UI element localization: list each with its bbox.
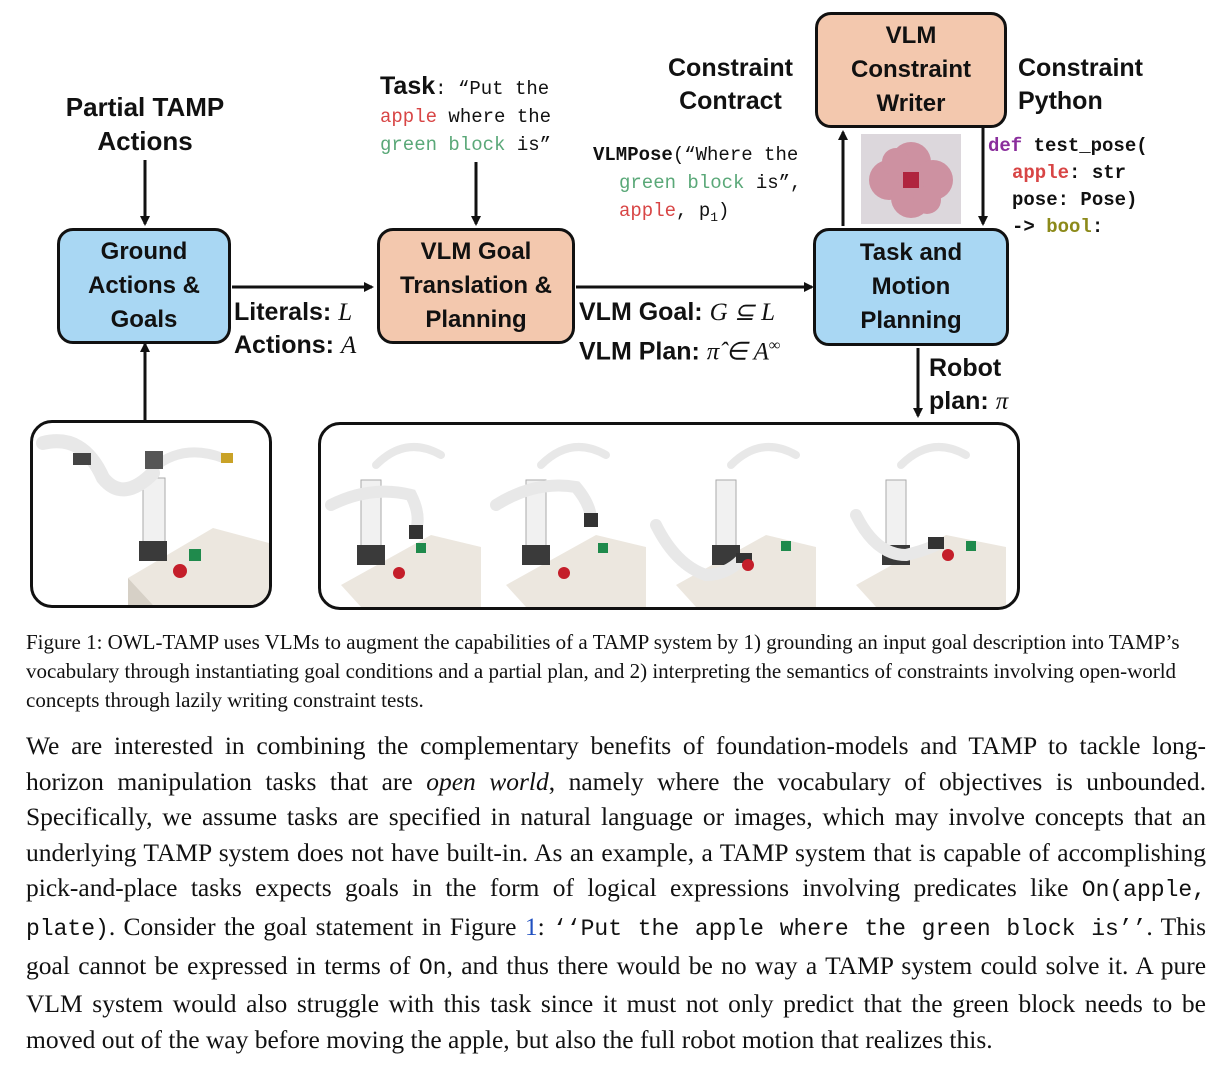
task-motion-planning-label: Task and Motion Planning xyxy=(859,239,963,334)
robot-plan-line2: plan xyxy=(929,387,981,415)
constraint-visualization-image xyxy=(861,134,961,224)
robot-plan-symbol: π xyxy=(995,388,1009,415)
vlmpose-arg3: , p xyxy=(676,200,711,222)
body-paragraph: We are interested in combining the compl… xyxy=(26,728,1206,1057)
constraint-contract-label: Constraint Contract xyxy=(668,54,793,115)
vlmpose-call: VLMPose(“Where the green block is”, appl… xyxy=(593,141,843,232)
ground-actions-goals-label: Ground Actions & Goals xyxy=(87,238,200,333)
vlm-plan-sup: ∞ xyxy=(768,337,781,354)
code-pose: pose: Pose) xyxy=(1012,189,1138,211)
literals-actions-label: Literals: L Actions: A xyxy=(234,296,356,362)
constraint-code: def test_pose( apple: str pose: Pose) ->… xyxy=(988,133,1226,241)
vlm-goal-plan-label: VLM Goal: G ⊆ L VLM Plan: π̂ ∈ A∞ xyxy=(579,296,780,368)
task-quote-2: where the xyxy=(437,106,552,128)
vlmpose-sub: 1 xyxy=(710,209,719,225)
plan-step-4 xyxy=(850,443,1006,607)
diagram-connectors xyxy=(140,128,988,420)
paragraph-on-predicate: On xyxy=(418,954,447,981)
task-label: Task: “Put the apple where the green blo… xyxy=(380,72,590,159)
task-green-block: green block xyxy=(380,134,506,156)
vlm-goal-translation-box: VLM Goal Translation & Planning xyxy=(377,228,575,344)
code-arrow: -> xyxy=(1012,216,1047,238)
code-fn: test_pose( xyxy=(1022,135,1148,157)
paragraph-part-6: , and thus there would be no way a TAMP … xyxy=(26,950,1207,1054)
paragraph-part-2: , namely where the vocabulary of objecti… xyxy=(26,766,1207,903)
paragraph-part-5: . This goal cannot be expressed in terms… xyxy=(26,911,1206,980)
paragraph-goal-quote: ‘‘Put the apple where the green block is… xyxy=(552,915,1147,942)
paragraph-part-1: We are interested in combining the compl… xyxy=(26,731,1206,796)
code-apple: apple xyxy=(1012,162,1070,184)
partial-tamp-actions-label: Partial TAMP Actions xyxy=(65,92,225,156)
code-colon: : xyxy=(1091,216,1104,238)
task-prefix: Task xyxy=(380,72,436,100)
vlmpose-apple: apple xyxy=(619,200,677,222)
task-apple: apple xyxy=(380,106,438,128)
vlm-plan-label: VLM Plan: xyxy=(579,337,700,366)
robot-plan-label: Robot plan: π xyxy=(929,354,1009,415)
plan-sequence-photo xyxy=(318,422,1020,610)
literals-label: Literals: xyxy=(234,298,332,326)
plan-step-1 xyxy=(325,443,481,607)
paragraph-part-4: : xyxy=(537,911,553,941)
paragraph-part-3: . Consider the goal statement in Figure xyxy=(108,911,525,941)
task-quote-1: : “Put the xyxy=(435,78,550,100)
paragraph-on-expression: On(apple, plate) xyxy=(26,877,1206,942)
vlmpose-fn: VLMPose xyxy=(593,144,673,166)
constraint-python-label: Constraint Python xyxy=(1018,54,1143,115)
vlm-goal-expr: G ⊆ L xyxy=(709,299,775,326)
vlm-constraint-writer-label: VLM Constraint Writer xyxy=(851,22,971,117)
code-def: def xyxy=(988,135,1023,157)
literals-symbol: L xyxy=(338,299,353,326)
paragraph-italic-open-world: open world xyxy=(426,766,549,796)
robot-plan-line1: Robot xyxy=(929,354,1002,382)
plan-steps-illustration xyxy=(325,443,1006,607)
actions-label: Actions: xyxy=(234,331,334,359)
ground-actions-goals-box: Ground Actions & Goals xyxy=(57,228,231,344)
code-str: : str xyxy=(1069,162,1127,184)
figure-caption: Figure 1: OWL-TAMP uses VLMs to augment … xyxy=(26,630,1180,712)
robot-scene-illustration xyxy=(36,434,269,605)
actions-symbol: A xyxy=(340,332,357,359)
plan-step-3 xyxy=(650,443,816,607)
vlmpose-arg4: ) xyxy=(718,200,730,222)
vlm-goal-translation-label: VLM Goal Translation & Planning xyxy=(399,238,553,333)
task-motion-planning-box: Task and Motion Planning xyxy=(813,228,1009,346)
vlmpose-green-block: green block xyxy=(619,172,745,194)
initial-scene-photo xyxy=(30,420,272,608)
code-bool: bool xyxy=(1046,216,1092,238)
plan-step-2 xyxy=(490,443,646,607)
task-quote-3: is” xyxy=(505,134,552,156)
vlm-goal-label: VLM Goal: xyxy=(579,298,703,326)
vlm-plan-expr: π̂ ∈ A xyxy=(706,338,769,366)
vlmpose-arg2: is”, xyxy=(744,172,802,194)
vlmpose-arg1: (“Where the xyxy=(672,144,799,166)
figure-reference-link[interactable]: 1 xyxy=(524,911,538,941)
vlm-constraint-writer-box: VLM Constraint Writer xyxy=(815,12,1007,128)
